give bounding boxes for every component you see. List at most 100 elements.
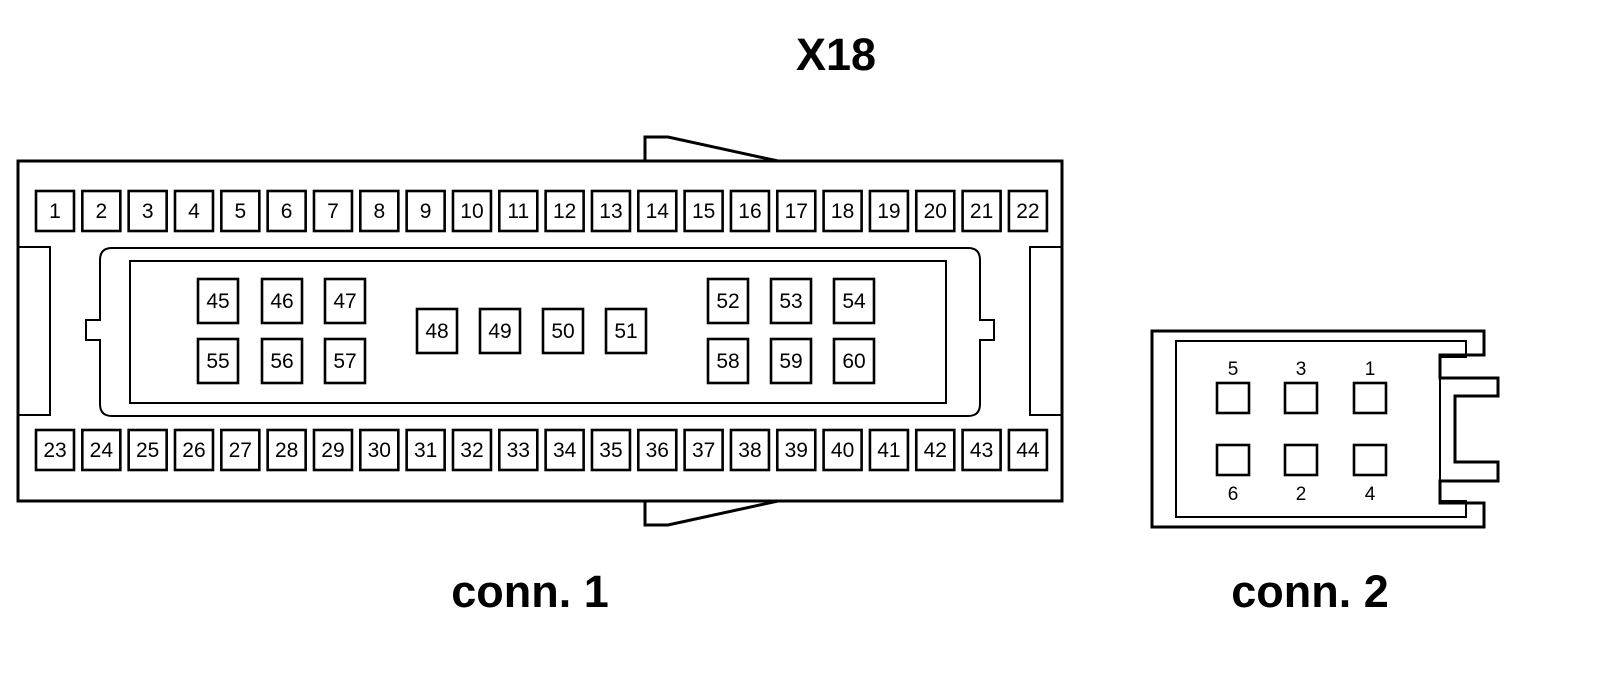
pin-label: 54	[842, 290, 866, 313]
pin-26: 26	[173, 428, 215, 472]
pin-box	[961, 189, 1002, 233]
pin-label: 9	[420, 200, 432, 223]
pin-25: 25	[127, 428, 168, 472]
pin-box	[405, 428, 446, 472]
pin-box	[1215, 443, 1251, 477]
pin-37: 37	[683, 428, 724, 472]
pin-60: 60	[832, 337, 876, 385]
pin-box	[173, 428, 215, 472]
pin-label: 35	[599, 439, 622, 462]
pin-box	[775, 428, 817, 472]
pin-10: 10	[451, 189, 493, 233]
pin-box	[312, 428, 354, 472]
pin-null	[1352, 381, 1388, 415]
pin-label-3: 3	[1296, 359, 1307, 380]
pin-box	[832, 277, 876, 325]
pin-box	[359, 428, 400, 472]
pin-label: 53	[779, 290, 802, 313]
pin-box	[34, 428, 76, 472]
pin-label: 17	[785, 200, 808, 223]
pin-box	[497, 428, 539, 472]
pin-box	[683, 189, 724, 233]
pin-19: 19	[868, 189, 910, 233]
pin-label-2: 2	[1296, 484, 1307, 505]
pin-label: 6	[281, 200, 293, 223]
pin-box	[914, 189, 956, 233]
connector-1-bottom-latch	[643, 499, 779, 527]
pin-49: 49	[478, 307, 522, 355]
pin-59: 59	[769, 337, 813, 385]
pin-label: 5	[234, 200, 246, 223]
pin-31: 31	[405, 428, 446, 472]
pin-box	[541, 307, 585, 355]
pin-41: 41	[868, 428, 910, 472]
pin-48: 48	[415, 307, 459, 355]
pin-box	[1007, 189, 1049, 233]
pin-23: 23	[34, 428, 76, 472]
connector-1-inner-frame	[129, 260, 947, 404]
pin-label: 41	[877, 439, 900, 462]
pin-33: 33	[497, 428, 539, 472]
pin-5: 5	[220, 189, 261, 233]
pin-label: 30	[368, 439, 391, 462]
pin-label: 2	[95, 200, 107, 223]
pin-label: 39	[785, 439, 808, 462]
pin-box	[323, 277, 367, 325]
pin-16: 16	[729, 189, 771, 233]
pin-label-5: 5	[1228, 359, 1239, 380]
pin-label: 14	[646, 200, 670, 223]
pin-box	[590, 189, 632, 233]
pin-box	[415, 307, 459, 355]
pin-label: 43	[970, 439, 993, 462]
pin-label: 40	[831, 439, 854, 462]
pin-null	[1352, 443, 1388, 477]
pin-box	[81, 428, 122, 472]
pin-label: 8	[373, 200, 385, 223]
pin-box	[312, 189, 354, 233]
pin-42: 42	[914, 428, 956, 472]
pin-43: 43	[961, 428, 1002, 472]
pin-54: 54	[832, 277, 876, 325]
pin-40: 40	[822, 428, 863, 472]
pin-box	[196, 337, 240, 385]
pin-label: 22	[1016, 200, 1039, 223]
pin-label: 28	[275, 439, 298, 462]
pin-51: 51	[604, 307, 648, 355]
pin-box	[683, 428, 724, 472]
pin-label: 29	[321, 439, 344, 462]
pin-label: 10	[460, 200, 483, 223]
pin-label: 12	[553, 200, 576, 223]
connector-2-label: conn. 2	[1231, 566, 1389, 617]
pin-21: 21	[961, 189, 1002, 233]
pin-20: 20	[914, 189, 956, 233]
pin-14: 14	[636, 189, 678, 233]
pin-label: 33	[507, 439, 530, 462]
pin-label: 7	[327, 200, 339, 223]
pin-38: 38	[729, 428, 771, 472]
pin-label-4: 4	[1365, 484, 1376, 505]
pin-11: 11	[497, 189, 539, 233]
pin-label-6: 6	[1228, 484, 1239, 505]
pin-box	[1352, 443, 1388, 477]
pin-1: 1	[34, 189, 76, 233]
pin-box	[1215, 381, 1251, 415]
pin-55: 55	[196, 337, 240, 385]
pin-label: 13	[599, 200, 622, 223]
pin-label: 4	[188, 200, 200, 223]
pin-label: 44	[1016, 439, 1040, 462]
pin-58: 58	[706, 337, 750, 385]
pin-box	[323, 337, 367, 385]
pin-28: 28	[266, 428, 307, 472]
pin-box	[706, 277, 750, 325]
pin-box	[220, 189, 261, 233]
pin-label: 27	[229, 439, 252, 462]
pin-null	[1283, 381, 1319, 415]
pin-label: 15	[692, 200, 715, 223]
pin-27: 27	[220, 428, 261, 472]
pin-box	[497, 189, 539, 233]
pin-box	[220, 428, 261, 472]
pin-label: 57	[333, 350, 356, 373]
pin-36: 36	[636, 428, 678, 472]
